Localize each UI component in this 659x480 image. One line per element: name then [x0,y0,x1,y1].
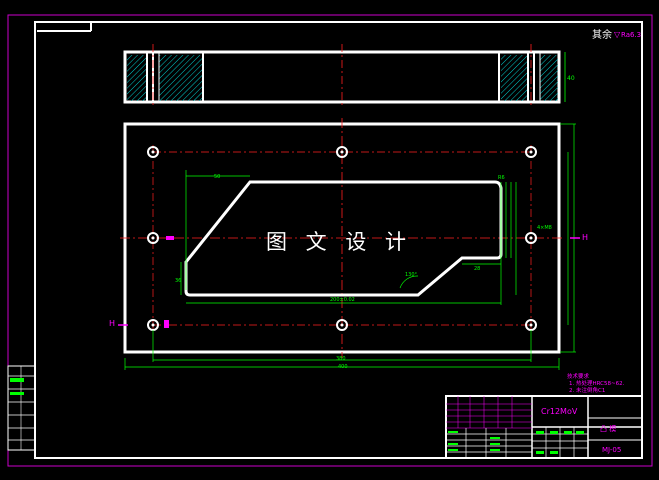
hatch-right-1 [501,55,527,101]
title-block: Cr12MoV 凸 模 MJ-05 [445,395,643,459]
hole [525,146,537,158]
watermark-title: 图 文 设 计 [266,230,413,254]
tech-req-item-2: 2. 未注倒角C1 [569,386,605,394]
plan-view: 50 36 200±0.02 R6 130° 28 4×M8 380 400 H… [109,118,588,370]
tech-req-item-1: 1. 热处理HRC58~62. [569,379,625,387]
hatch-left-1 [127,55,147,101]
hatch-right-2 [540,55,558,101]
hole [147,146,159,158]
mounting-holes [147,146,537,331]
punch-profile [184,180,503,297]
section-label-left: H [109,319,115,328]
hole [336,146,348,158]
border-frame [34,21,643,459]
dim-thickness: 40 [567,75,575,82]
dim-angle: 130° [405,272,418,278]
part-name: 凸 模 [600,424,616,433]
dim-short-edge: 28 [474,266,480,272]
roughness-value: Ra6.3 [621,31,641,39]
dim-hole-callout: 4×M8 [537,225,552,231]
hatch-left-2 [159,55,202,101]
dim-chamfer: 36 [175,278,181,284]
hole [147,232,159,244]
section-label-right: H [582,233,588,242]
section-view: 40 [123,44,575,108]
dim-bottom: 200±0.02 [330,297,355,303]
dim-radius: R6 [498,175,505,181]
margin-table [7,365,36,451]
dim-top-edge: 50 [214,174,220,180]
section-marker [118,236,580,328]
outer-sheet-edge [7,14,653,467]
dim-hole-spacing: 380 [336,356,346,362]
roughness-note: 其余 [592,28,612,41]
tech-req-title: 技术要求 [567,372,590,380]
svg-text:▽: ▽ [614,30,621,39]
drawing-number: MJ-05 [602,446,621,454]
material-label: Cr12MoV [541,407,578,416]
dim-overall-width: 400 [338,364,348,370]
hole [525,232,537,244]
hole [336,319,348,331]
